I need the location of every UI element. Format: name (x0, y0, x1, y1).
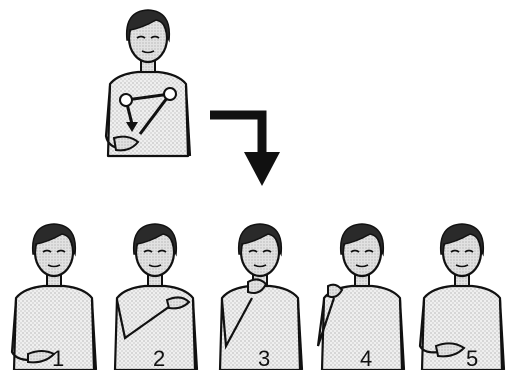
figure-3: 3 (220, 224, 302, 370)
figure-4: 4 (318, 224, 404, 370)
figure-5-label: 5 (466, 346, 478, 370)
figure-3-label: 3 (258, 346, 270, 370)
figure-4-label: 4 (360, 346, 372, 370)
sequence-arrow (210, 115, 280, 186)
top-figure (106, 10, 190, 156)
figure-5: 5 (420, 224, 504, 370)
figure-2-label: 2 (153, 346, 165, 370)
figure-1-label: 1 (52, 346, 64, 370)
figure-1: 1 (12, 224, 96, 370)
figure-2: 2 (115, 224, 197, 370)
